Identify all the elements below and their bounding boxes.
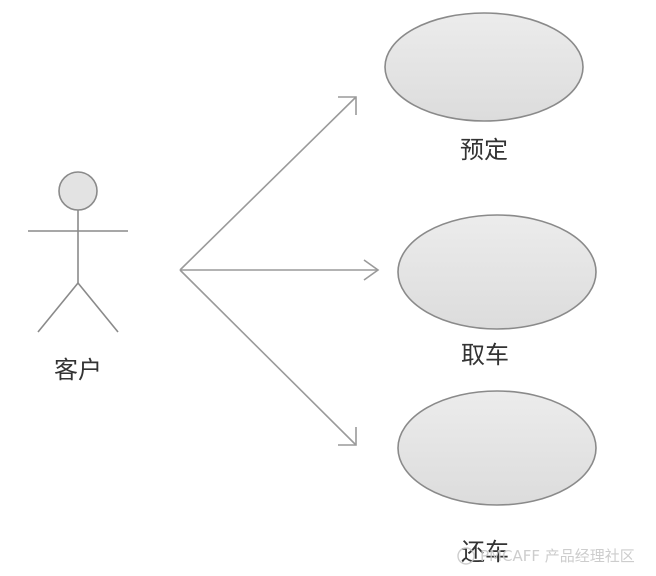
actor-right-leg: [77, 282, 119, 333]
use-case-reserve-ellipse: [384, 12, 584, 122]
watermark: PMCAFF 产品经理社区: [457, 547, 635, 565]
association-arrows: [179, 96, 380, 446]
use-case-pickup: [397, 214, 597, 330]
actor-label: 客户: [54, 356, 102, 384]
use-case-reserve: [384, 12, 584, 122]
watermark-text: PMCAFF 产品经理社区: [480, 547, 635, 565]
actor-customer: [28, 171, 128, 333]
actor-head: [58, 171, 98, 211]
watermark-logo-icon: [457, 547, 475, 565]
arrow-to-pickup: [180, 259, 380, 281]
actor-left-leg: [37, 282, 79, 333]
use-case-reserve-label: 预定: [460, 136, 508, 164]
use-case-pickup-label: 取车: [461, 341, 509, 369]
arrow-to-reserve: [179, 96, 357, 271]
use-case-return: [397, 390, 597, 506]
use-case-pickup-ellipse: [397, 214, 597, 330]
use-case-return-ellipse: [397, 390, 597, 506]
use-case-return-label: 还车: [461, 538, 509, 566]
arrow-to-return: [179, 269, 357, 446]
